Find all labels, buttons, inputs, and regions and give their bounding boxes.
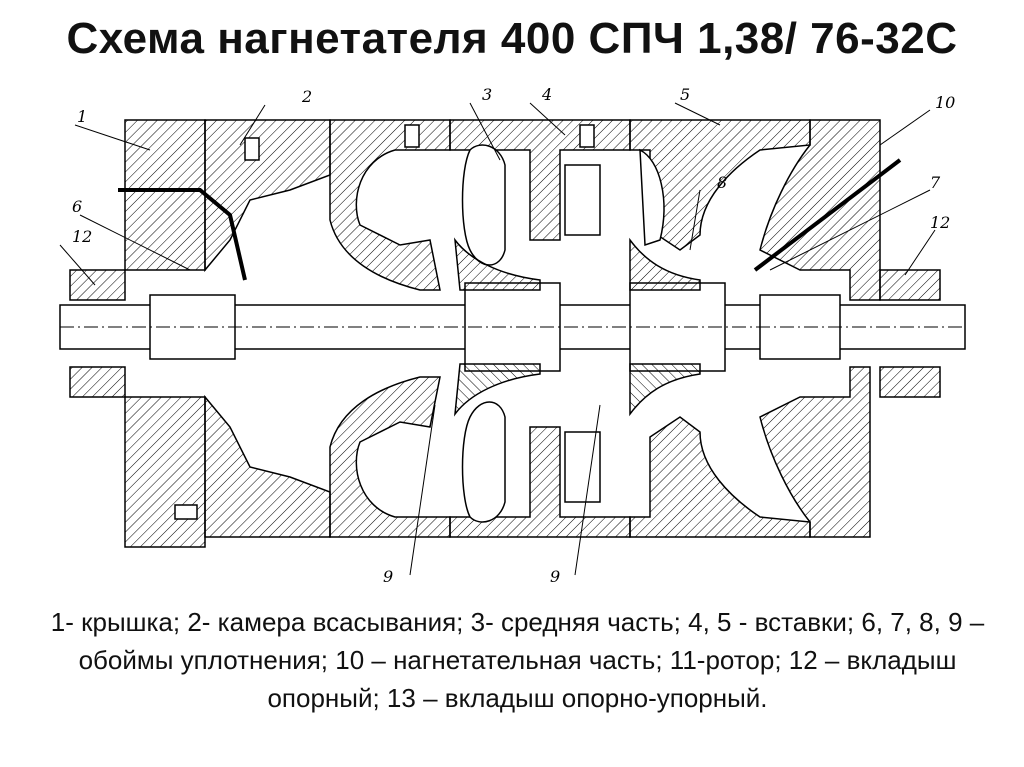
label-6: 6 [72,197,82,216]
label-3: 3 [482,85,492,104]
label-7: 7 [930,173,941,192]
housing-upper [69,119,941,301]
label-2: 2 [301,87,312,106]
leader-lines [59,102,936,576]
compressor-section-drawing: 1 2 3 4 5 6 7 8 10 12 12 9 9 [59,85,966,586]
label-8: 8 [717,173,727,192]
oil-pipe [118,188,247,281]
bolts [174,124,595,520]
impellers [453,237,701,417]
label-12-right: 12 [930,213,950,232]
discharge-pipe [753,158,902,272]
housing-lower [69,366,941,548]
legend-caption: 1- крышка; 2- камера всасывания; 3- сред… [50,607,985,713]
rotor-shaft [59,282,966,372]
label-12-left: 12 [72,227,92,246]
label-5: 5 [680,85,690,104]
label-9-left: 9 [383,567,393,586]
page-title: Схема нагнетателя 400 СПЧ 1,38/ 76-32С [66,14,958,63]
label-9-right: 9 [550,567,560,586]
label-4: 4 [541,85,552,104]
label-10: 10 [935,93,955,112]
label-1: 1 [77,107,87,126]
